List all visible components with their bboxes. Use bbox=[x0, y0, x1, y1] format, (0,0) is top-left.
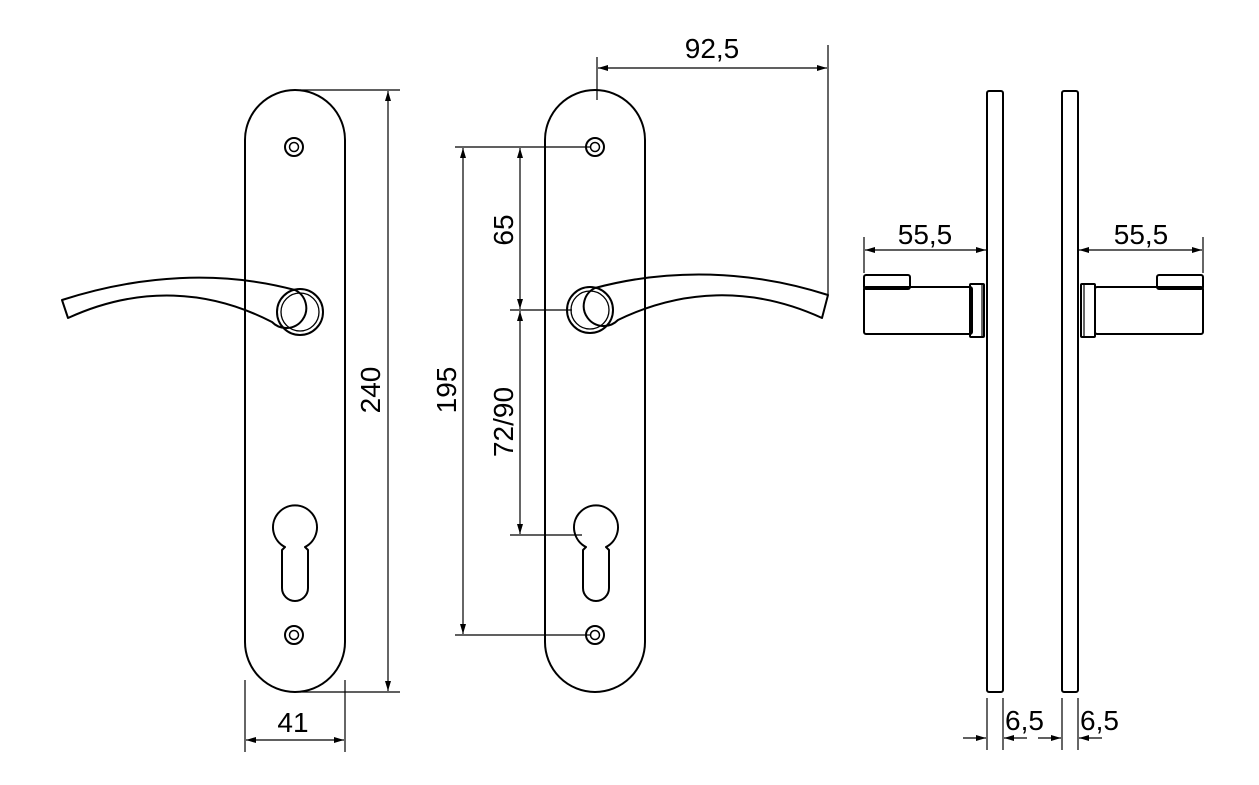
dimension-right-6-5: 6,5 bbox=[1038, 698, 1119, 750]
dim-label-right-6-5: 6,5 bbox=[1080, 705, 1119, 736]
side-plate-left bbox=[986, 90, 1004, 693]
dim-label-240: 240 bbox=[355, 367, 386, 414]
screw-hole-top bbox=[284, 137, 304, 157]
dim-label-right-55-5: 55,5 bbox=[1114, 219, 1169, 250]
dimension-72-90: 72/90 bbox=[488, 311, 582, 536]
dim-label-65: 65 bbox=[488, 214, 519, 245]
dim-label-41: 41 bbox=[277, 707, 308, 738]
front-view-plate bbox=[61, 89, 346, 693]
cylinder-keyhole bbox=[573, 504, 619, 602]
dim-label-left-55-5: 55,5 bbox=[898, 219, 953, 250]
side-view: 55,5 55,5 6,5 6,5 bbox=[863, 90, 1204, 750]
dimension-left-55-5: 55,5 bbox=[863, 219, 986, 273]
dimension-screw-spacing-195: 195 bbox=[431, 146, 590, 636]
dim-label-72-90: 72/90 bbox=[488, 387, 519, 457]
lever-handle-left bbox=[61, 276, 324, 336]
screw-hole-bottom bbox=[284, 625, 304, 645]
side-handle-right bbox=[1080, 274, 1204, 338]
dimension-height-240: 240 bbox=[300, 89, 400, 693]
dim-label-92-5: 92,5 bbox=[685, 33, 740, 64]
dimension-left-6-5: 6,5 bbox=[963, 698, 1044, 750]
dimensioned-view-plate bbox=[544, 89, 829, 693]
side-plate-right bbox=[1061, 90, 1079, 693]
lever-handle-right bbox=[566, 273, 829, 334]
dimension-65: 65 bbox=[488, 148, 572, 311]
dimension-right-55-5: 55,5 bbox=[1079, 219, 1204, 273]
dimension-width-41: 41 bbox=[244, 680, 346, 752]
side-handle-left bbox=[863, 274, 985, 338]
cylinder-keyhole bbox=[272, 504, 318, 602]
dimension-92-5: 92,5 bbox=[596, 33, 829, 295]
dim-label-left-6-5: 6,5 bbox=[1005, 705, 1044, 736]
dim-label-195: 195 bbox=[431, 367, 462, 414]
